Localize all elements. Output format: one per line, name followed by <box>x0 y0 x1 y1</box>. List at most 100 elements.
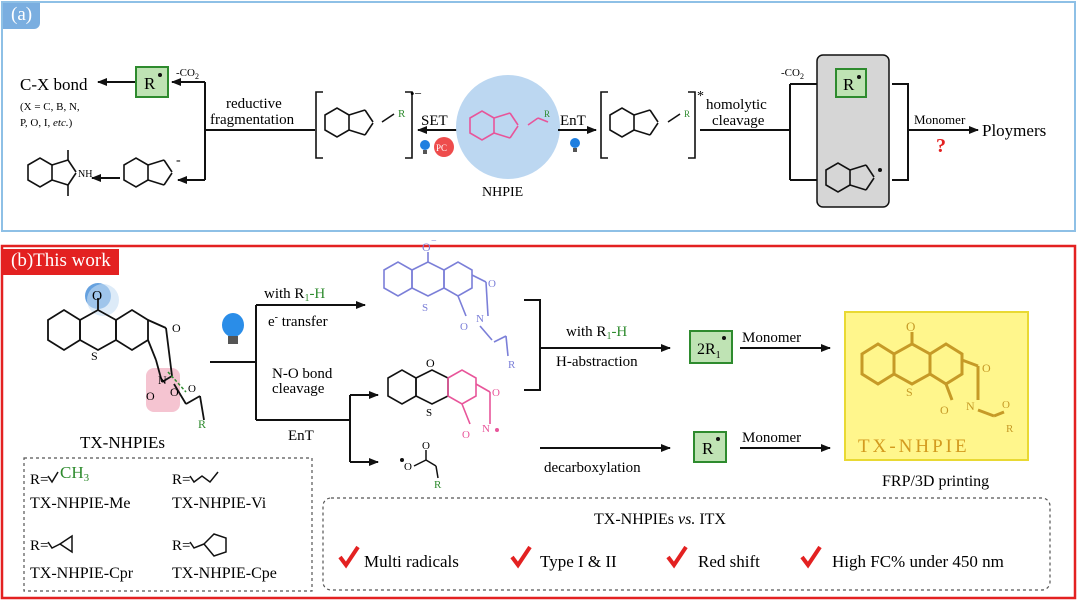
check-icon-1 <box>338 545 360 569</box>
svg-text:O: O <box>426 356 435 370</box>
svg-text:O: O <box>462 429 470 441</box>
svg-text:S: S <box>422 302 428 314</box>
svg-text:P, O, I, etc.): P, O, I, etc.) <box>20 117 73 129</box>
cx-detail-etc: etc. <box>53 117 69 129</box>
ent-label-b: EnT <box>288 428 314 444</box>
set-label: SET <box>421 113 448 129</box>
svg-text:S: S <box>906 385 913 399</box>
comparison-box <box>322 497 1051 591</box>
printed-logo-text: TX-NHPIE <box>858 436 970 457</box>
panel-a-label: (a) <box>3 3 41 29</box>
svg-text:PC: PC <box>436 143 447 153</box>
svg-text:R: R <box>843 75 855 94</box>
svg-text:−: − <box>431 236 437 247</box>
radical-left-label: R <box>144 74 156 93</box>
svg-text:R=: R= <box>30 472 48 488</box>
phthalimide-anion <box>123 157 173 188</box>
fragmentation-label: fragmentation <box>210 112 295 128</box>
variant-cpe-name: TX-NHPIE-Cpe <box>172 565 277 582</box>
radical-anion-structure <box>315 91 413 159</box>
with-r1h-label: with R <box>264 286 304 302</box>
svg-text:e- transfer: e- transfer <box>268 312 328 330</box>
advantage-1: Multi radicals <box>364 552 459 571</box>
svg-text:R=: R= <box>30 538 48 554</box>
svg-text:R: R <box>544 109 550 119</box>
monomer-bottom-label: Monomer <box>742 430 801 446</box>
svg-text:N: N <box>966 399 975 413</box>
variant-me: R= CH3 TX-NHPIE-Me <box>30 463 130 512</box>
with-r1h-label-2: with R <box>566 324 606 340</box>
svg-text:CH3: CH3 <box>60 463 90 484</box>
acyloxy-radical <box>413 450 439 479</box>
svg-text:N: N <box>482 423 490 435</box>
svg-text:O: O <box>146 389 155 403</box>
svg-text:O: O <box>172 321 181 335</box>
svg-text:S: S <box>91 349 98 363</box>
phthalimide-nh <box>27 150 77 196</box>
svg-text:-: - <box>176 153 181 168</box>
photocatalyst-icon: PC <box>434 137 454 157</box>
comparison-title-2: ITX <box>695 511 726 528</box>
light-bulb-icon-a1 <box>420 140 430 154</box>
svg-text:N: N <box>158 373 167 387</box>
variant-cpr: R= TX-NHPIE-Cpr <box>30 534 134 582</box>
svg-text:O: O <box>404 461 412 473</box>
svg-text:O: O <box>422 440 430 452</box>
radical-box-right <box>835 68 867 98</box>
light-bulb-icon-a2 <box>570 138 580 152</box>
homolytic-label: homolytic <box>706 97 767 113</box>
variant-me-name: TX-NHPIE-Me <box>30 495 130 512</box>
svg-text:R: R <box>198 417 206 431</box>
excited-star: * <box>697 89 704 104</box>
svg-text:with R1-H: with R1-H <box>264 286 325 304</box>
svg-text:R: R <box>508 359 516 371</box>
no-bond-label: N-O bond <box>272 366 333 382</box>
check-icon-4 <box>800 545 822 569</box>
ketyl-radical-structure <box>383 252 509 357</box>
radical-box-left <box>135 66 169 98</box>
radical-anion-charge: •− <box>410 86 422 101</box>
advantage-3: Red shift <box>698 552 760 571</box>
cx-bond-group: C-X bond (X = C, B, N, P, O, I, etc.) <box>20 75 88 129</box>
svg-text:R: R <box>434 479 442 491</box>
check-icon-2 <box>510 545 532 569</box>
comparison-vs: vs. <box>678 511 695 528</box>
h-abstraction-label: H-abstraction <box>556 354 638 370</box>
co2-left: -CO <box>176 67 195 79</box>
printed-object-box <box>844 311 1029 461</box>
svg-text:N: N <box>476 313 484 325</box>
frp-label: FRP/3D printing <box>882 473 989 490</box>
question-mark: ? <box>936 135 946 157</box>
svg-text:O: O <box>1002 399 1010 411</box>
nhpie-highlight-circle <box>456 75 560 179</box>
advantage-2: Type I & II <box>540 552 617 571</box>
svg-text:R: R <box>398 108 406 120</box>
svg-text:R: R <box>684 109 690 119</box>
monomer-label-a: Monomer <box>914 112 966 127</box>
tx-nhpies-label: TX-NHPIEs <box>80 433 165 452</box>
cx-detail-close: ) <box>69 117 73 129</box>
e-transfer-label: e <box>268 314 275 330</box>
svg-text:O: O <box>982 361 991 375</box>
variant-cpr-name: TX-NHPIE-Cpr <box>30 565 134 582</box>
cleavage-label-b: cleavage <box>272 381 325 397</box>
comparison-title-1: TX-NHPIEs <box>594 511 678 528</box>
monomer-top-label: Monomer <box>742 330 801 346</box>
cx-detail-1: (X = C, B, N, <box>20 101 80 113</box>
svg-text:O: O <box>422 240 431 254</box>
check-icon-3 <box>666 545 688 569</box>
nhpie-structure <box>469 110 549 141</box>
svg-text:R: R <box>1006 423 1014 435</box>
svg-text:S: S <box>426 407 432 419</box>
advantage-4: High FC% under 450 nm <box>832 552 1004 571</box>
svg-text:with R1-H: with R1-H <box>566 324 627 342</box>
variant-vi-name: TX-NHPIE-Vi <box>172 495 267 512</box>
variants-box <box>23 457 313 592</box>
svg-text:O: O <box>170 385 179 399</box>
cleavage-label: cleavage <box>712 113 765 129</box>
light-bulb-icon-b <box>222 313 244 344</box>
svg-text:R=: R= <box>172 538 190 554</box>
svg-text:O: O <box>488 278 496 290</box>
cx-detail-2: P, O, I, <box>20 117 53 129</box>
polymers-label: Ploymers <box>982 121 1046 140</box>
